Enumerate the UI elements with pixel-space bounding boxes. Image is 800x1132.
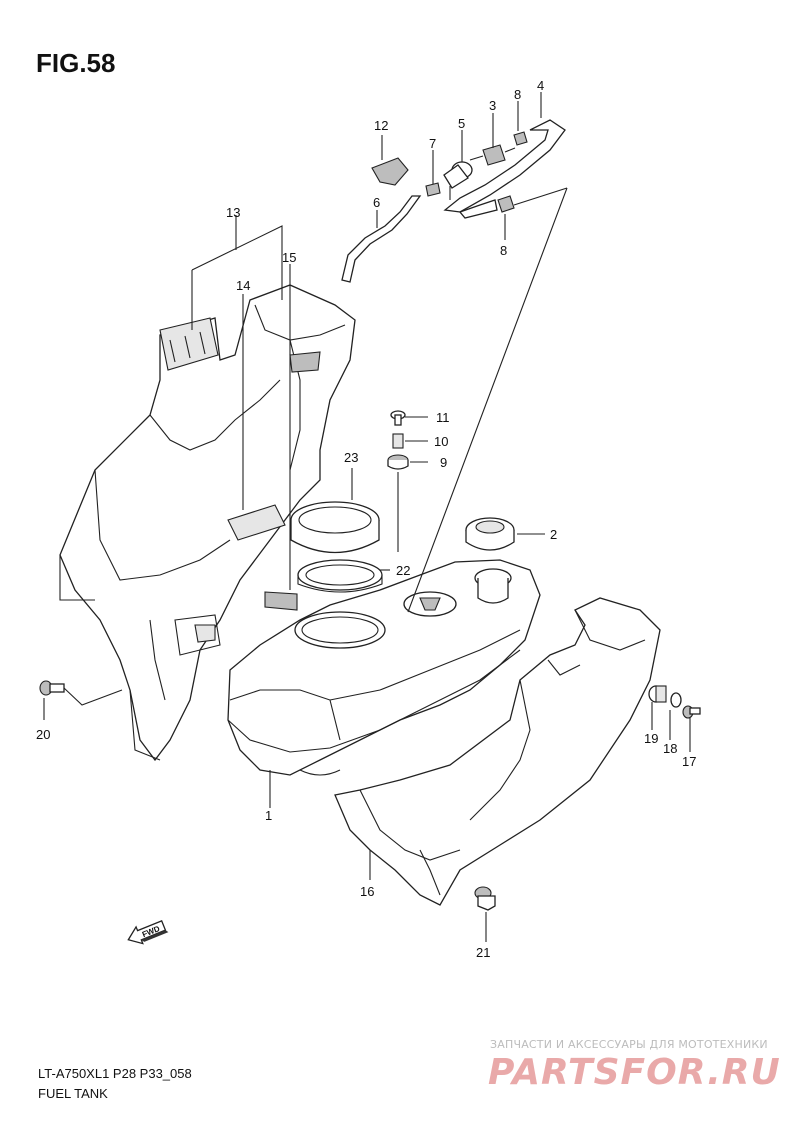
check-valve-3 (469, 144, 516, 166)
fuel-hose-6 (341, 195, 422, 283)
fuel-cap (465, 517, 515, 551)
callout-23: 23 (344, 450, 358, 465)
collar-10 (392, 433, 404, 449)
bolt-20 (39, 680, 65, 696)
callout-16: 16 (360, 884, 374, 899)
callout-8-upper: 8 (514, 87, 521, 102)
callout-12: 12 (374, 118, 388, 133)
fuel-tank (227, 559, 541, 776)
breather-hose-4 (443, 119, 566, 213)
callout-4: 4 (537, 78, 544, 93)
model-code: LT-A750XL1 P28 P33_058 (38, 1066, 192, 1081)
callout-13: 13 (226, 205, 240, 220)
callout-8-lower: 8 (500, 243, 507, 258)
callout-6: 6 (373, 195, 380, 210)
callout-15: 15 (282, 250, 296, 265)
bushing-19 (648, 685, 667, 703)
watermark-logo: PARTSFOR.RU (488, 1052, 781, 1093)
callout-19: 19 (644, 731, 658, 746)
callout-2: 2 (550, 527, 557, 542)
left-frame-cover (59, 284, 356, 762)
callout-10: 10 (434, 434, 448, 449)
clip-7 (425, 182, 441, 197)
callout-21: 21 (476, 945, 490, 960)
valve-5 (443, 161, 473, 189)
clip-8-upper (513, 131, 528, 146)
hose-4-end (458, 199, 498, 219)
clip-8-lower (497, 195, 515, 213)
callout-5: 5 (458, 116, 465, 131)
callout-17: 17 (682, 754, 696, 769)
watermark-tagline: ЗАПЧАСТИ И АКСЕССУАРЫ ДЛЯ МОТОТЕХНИКИ (490, 1038, 768, 1051)
callout-18: 18 (663, 741, 677, 756)
callout-22: 22 (396, 563, 410, 578)
bolt-11 (390, 410, 406, 426)
washer-18 (670, 692, 682, 708)
callout-7: 7 (429, 136, 436, 151)
clamp-12 (371, 157, 409, 186)
callout-9: 9 (440, 455, 447, 470)
callout-labels: 1 2 3 4 5 6 7 8 8 9 10 11 12 13 14 15 16… (36, 78, 696, 960)
grommet-9 (387, 454, 409, 470)
forward-direction-marker: FWD (127, 920, 169, 945)
callout-3: 3 (489, 98, 496, 113)
forward-arrow-icon (127, 920, 167, 945)
figure-title: FIG.58 (36, 48, 116, 78)
figure-caption: FUEL TANK (38, 1086, 108, 1101)
right-side-cover (334, 597, 661, 906)
rivet-21 (474, 886, 496, 911)
callout-11: 11 (436, 410, 450, 425)
fuel-pump-ring-23 (290, 501, 380, 554)
pad-14 (227, 504, 286, 541)
callout-14: 14 (236, 278, 250, 293)
fuel-pump-gasket-22 (297, 559, 383, 593)
callout-20: 20 (36, 727, 50, 742)
leader-lines (43, 92, 691, 942)
callout-1: 1 (265, 808, 272, 823)
bolt-17 (682, 705, 701, 719)
block-15 (264, 591, 298, 611)
